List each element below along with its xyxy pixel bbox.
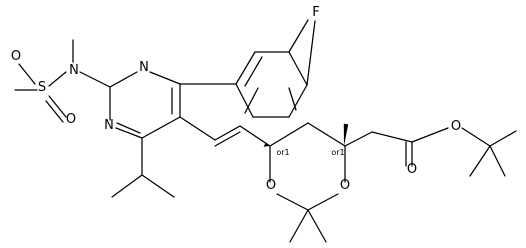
bond-line <box>288 19 309 53</box>
bond-line <box>115 127 143 139</box>
ester-alkoxy-oxygen-label: O <box>451 119 461 134</box>
bond-line <box>244 87 259 114</box>
bond-line <box>269 122 309 147</box>
bond-line <box>48 71 67 87</box>
bond-line <box>307 122 346 147</box>
bond-line <box>116 122 141 134</box>
ring-nitrogen-label-2: N <box>104 118 114 133</box>
bond-lines <box>14 19 517 243</box>
sulfonamide-nitrogen-label: N <box>69 63 79 78</box>
bond-line <box>45 100 64 123</box>
bond-line <box>371 131 413 143</box>
bond-line <box>411 127 449 143</box>
bond-line <box>276 193 309 211</box>
bond-line <box>489 130 517 147</box>
bond-line <box>235 51 256 85</box>
bond-line <box>288 84 308 118</box>
sulfonyl-sulfur-label: S <box>38 80 46 95</box>
bond-line <box>307 193 339 211</box>
ester-carbonyl-oxygen-label: O <box>407 162 417 177</box>
bond-line <box>214 131 241 147</box>
ring-nitrogen-label-1: N <box>139 60 149 75</box>
stereo-label-right: or1 <box>331 148 344 157</box>
bond-line <box>149 71 181 85</box>
bond-line <box>489 145 506 177</box>
bond-line <box>244 56 263 87</box>
sulfonyl-oxygen-label-2: O <box>66 112 76 127</box>
bond-line <box>235 83 254 118</box>
wedge-bond-right <box>343 123 349 146</box>
bond-line <box>109 71 138 88</box>
bond-line <box>214 125 241 141</box>
bond-line <box>306 20 316 86</box>
stereo-label-left: or1 <box>276 148 289 157</box>
bond-line <box>141 174 175 198</box>
bond-line <box>239 125 271 147</box>
bond-line <box>307 209 327 243</box>
bond-line <box>289 209 309 243</box>
bond-line <box>288 87 297 111</box>
bond-line <box>288 51 308 86</box>
bond-line <box>79 71 111 88</box>
bond-line <box>18 63 36 85</box>
bond-line <box>48 95 67 118</box>
fluorine-label: F <box>312 5 319 20</box>
dioxane-oxygen-label-2: O <box>340 178 350 193</box>
dioxane-oxygen-label-1: O <box>266 178 276 193</box>
bond-line <box>344 131 373 147</box>
bond-line <box>461 127 491 147</box>
bond-line <box>141 116 181 139</box>
bond-line <box>179 116 216 141</box>
sulfonyl-oxygen-label-1: O <box>11 49 21 64</box>
bond-line <box>111 174 143 198</box>
bond-line <box>469 145 491 177</box>
wedge-bond-left <box>263 143 270 147</box>
